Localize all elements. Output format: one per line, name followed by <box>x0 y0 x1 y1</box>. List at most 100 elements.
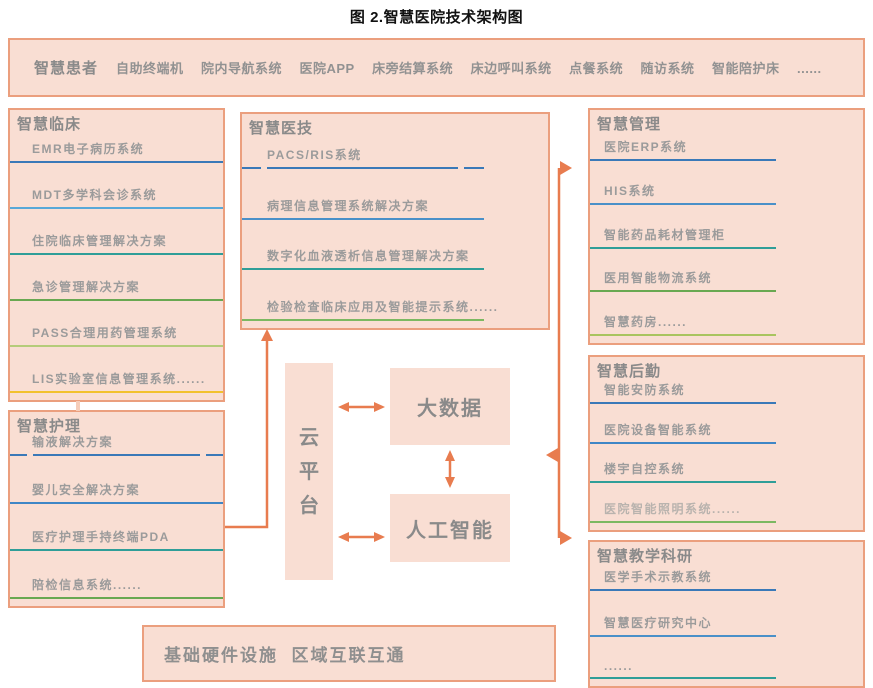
panel-heading: 智慧医技 <box>249 120 314 137</box>
system-row: HIS系统 <box>590 182 863 205</box>
system-label: LIS实验室信息管理系统...... <box>32 372 206 386</box>
system-underline <box>590 246 776 249</box>
patient-item: ...... <box>796 60 822 76</box>
system-label: 住院临床管理解决方案 <box>32 234 168 248</box>
panel-heading: 智慧管理 <box>597 116 662 133</box>
system-underline <box>590 441 776 444</box>
system-row: MDT多学科会诊系统 <box>10 186 223 209</box>
panel-heading: 智慧教学科研 <box>597 548 694 565</box>
patient-bar-heading: 智慧患者 <box>34 60 99 77</box>
system-list: EMR电子病历系统 MDT多学科会诊系统 住院临床管理解决方案 急诊管理解决方案… <box>10 140 223 393</box>
panel-smart-management: 智慧管理 医院ERP系统 HIS系统 智能药品耗材管理柜 医用智能物流系统 <box>588 108 865 345</box>
system-underline <box>590 290 776 293</box>
patient-item: 随访系统 <box>640 60 695 76</box>
system-underline <box>242 268 484 271</box>
system-list: 医院ERP系统 HIS系统 智能药品耗材管理柜 医用智能物流系统 智慧药房...… <box>590 138 863 336</box>
system-label: 医院ERP系统 <box>604 140 688 154</box>
arrow-head-right-top <box>560 161 572 175</box>
system-row: 智慧药房...... <box>590 313 863 336</box>
system-row: 住院临床管理解决方案 <box>10 232 223 255</box>
patient-item: 点餐系统 <box>569 60 624 76</box>
system-underline <box>590 634 776 637</box>
system-underline <box>590 159 776 161</box>
arrow-head-right <box>374 532 385 542</box>
system-row: 输液解决方案 <box>10 433 223 456</box>
system-label: 数字化血液透析信息管理解决方案 <box>267 249 470 264</box>
patient-item: 医院APP <box>299 60 355 76</box>
arrow-head-down <box>445 477 455 488</box>
system-row: 数字化血液透析信息管理解决方案 <box>242 247 548 271</box>
system-row: PASS合理用药管理系统 <box>10 324 223 347</box>
system-list: 医学手术示教系统 智慧医疗研究中心 ...... <box>590 568 863 679</box>
system-underline <box>10 391 223 393</box>
foundation-label: 基础硬件设施 区域互联互通 <box>164 646 406 665</box>
system-underline <box>242 217 484 220</box>
system-row: 陪检信息系统...... <box>10 576 223 599</box>
panel-smart-clinical: 智慧临床 EMR电子病历系统 MDT多学科会诊系统 住院临床管理解决方案 急诊管… <box>8 108 225 402</box>
system-label: 智能安防系统 <box>604 383 686 397</box>
system-underline <box>242 167 484 169</box>
system-row: 楼宇自控系统 <box>590 460 863 484</box>
system-label: 输液解决方案 <box>32 435 114 449</box>
system-label: PACS/RIS系统 <box>267 148 362 162</box>
panel-smart-research: 智慧教学科研 医学手术示教系统 智慧医疗研究中心 ...... <box>588 540 865 688</box>
big-data-label: 大数据 <box>417 398 483 420</box>
arrow-head-up <box>261 329 273 341</box>
system-label: 医用智能物流系统 <box>604 271 713 286</box>
big-data-box: 大数据 <box>390 368 510 445</box>
system-label: 急诊管理解决方案 <box>32 280 141 294</box>
system-label: PASS合理用药管理系统 <box>32 326 178 340</box>
system-row: 医用智能物流系统 <box>590 269 863 293</box>
arrow-head-left-mid <box>546 448 558 462</box>
arrow-head-left <box>338 402 349 412</box>
system-row: EMR电子病历系统 <box>10 140 223 163</box>
system-row: ...... <box>590 659 863 679</box>
arrow-head-right <box>374 402 385 412</box>
patient-item: 智能陪护床 <box>712 60 780 76</box>
panel-smart-logistics: 智慧后勤 智能安防系统 医院设备智能系统 楼宇自控系统 医院智能照明系统....… <box>588 355 865 532</box>
system-label: 智慧药房...... <box>604 315 688 329</box>
system-underline <box>590 334 776 336</box>
system-underline <box>590 481 776 484</box>
system-label: 检验检查临床应用及智能提示系统...... <box>267 299 499 314</box>
system-underline <box>10 161 223 163</box>
foundation-bar: 基础硬件设施 区域互联互通 <box>142 625 556 682</box>
system-label: 病理信息管理系统解决方案 <box>267 198 430 213</box>
cloud-platform-box: 云平台 <box>285 363 333 580</box>
system-row: 急诊管理解决方案 <box>10 278 223 301</box>
patient-item: 院内导航系统 <box>200 60 282 76</box>
system-label: 医疗护理手持终端PDA <box>32 530 170 545</box>
patient-item: 床边呼叫系统 <box>470 60 552 76</box>
system-underline <box>590 402 776 404</box>
system-underline <box>590 520 776 523</box>
system-underline <box>10 501 223 504</box>
system-row: 医院智能照明系统...... <box>590 500 863 523</box>
system-label: 陪检信息系统...... <box>32 577 143 592</box>
system-label: 智能药品耗材管理柜 <box>604 227 726 242</box>
panel-heading: 智慧后勤 <box>597 363 662 380</box>
arrow-head-left <box>338 532 349 542</box>
ai-label: 人工智能 <box>406 519 494 542</box>
system-label: 婴儿安全解决方案 <box>32 482 141 497</box>
system-row: 智能安防系统 <box>590 381 863 404</box>
system-row: 病理信息管理系统解决方案 <box>242 197 548 220</box>
panel-smart-medtech: 智慧医技 PACS/RIS系统 病理信息管理系统解决方案 数字化血液透析信息管理… <box>240 112 550 330</box>
panel-heading: 智慧护理 <box>17 418 82 435</box>
system-underline <box>10 207 223 209</box>
system-row: PACS/RIS系统 <box>242 146 548 169</box>
system-underline <box>242 318 484 321</box>
arrow-head-up <box>445 450 455 461</box>
system-underline <box>590 202 776 205</box>
system-row: 医学手术示教系统 <box>590 568 863 591</box>
system-underline <box>10 549 223 552</box>
system-row: 医疗护理手持终端PDA <box>10 528 223 552</box>
system-label: HIS系统 <box>604 183 656 198</box>
system-row: 医院ERP系统 <box>590 138 863 161</box>
system-row: LIS实验室信息管理系统...... <box>10 370 223 393</box>
arrow-head-right-bottom <box>560 531 572 545</box>
system-label: 智慧医疗研究中心 <box>604 615 713 630</box>
system-list: 输液解决方案 婴儿安全解决方案 医疗护理手持终端PDA 陪检信息系统...... <box>10 433 223 599</box>
system-label: 医院设备智能系统 <box>604 422 713 437</box>
system-underline <box>10 596 223 599</box>
